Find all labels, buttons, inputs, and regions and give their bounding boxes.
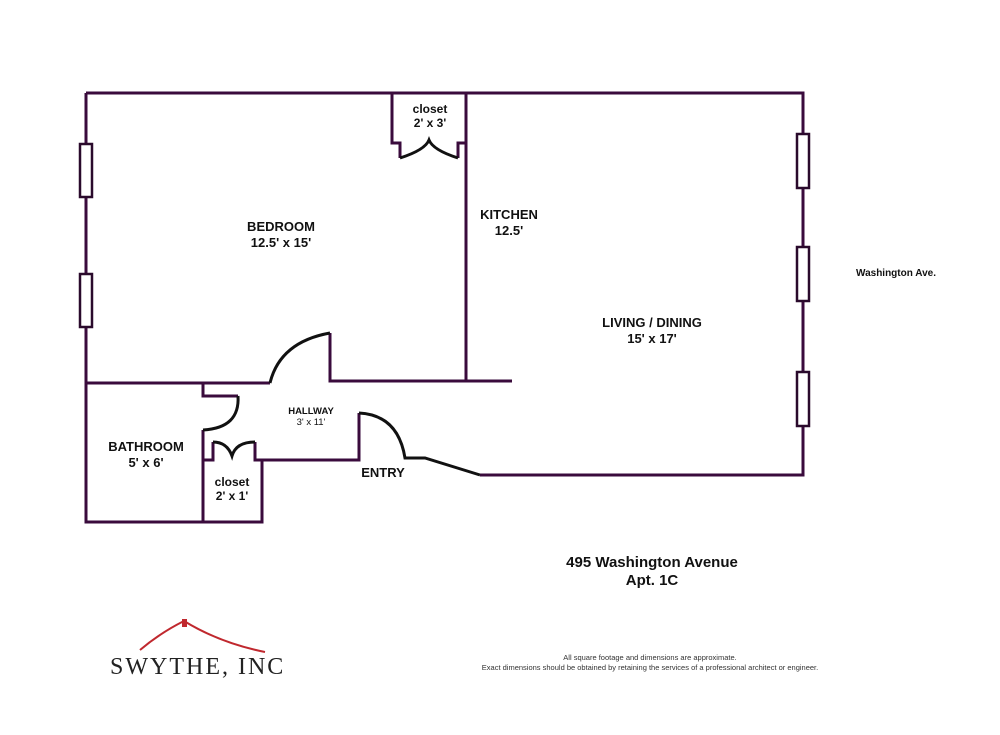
company-logo (100, 615, 280, 685)
window (795, 132, 811, 190)
windows (78, 132, 811, 428)
closet-bottom-door (212, 440, 256, 461)
window (78, 142, 94, 199)
company-name: SWYTHE, INC (110, 654, 286, 680)
bedroom-door (268, 331, 331, 384)
window (795, 370, 811, 428)
entry-door (358, 411, 481, 477)
roof-icon (139, 619, 266, 653)
closet-top-door (399, 135, 459, 160)
street-label: Washington Ave. (856, 268, 936, 279)
window (795, 245, 811, 303)
disclaimer: All square footage and dimensions are ap… (481, 653, 819, 672)
entry-label: ENTRY (361, 465, 405, 480)
doors (202, 135, 481, 477)
bathroom-door (202, 395, 240, 432)
window (78, 272, 94, 329)
walls (84, 91, 805, 524)
